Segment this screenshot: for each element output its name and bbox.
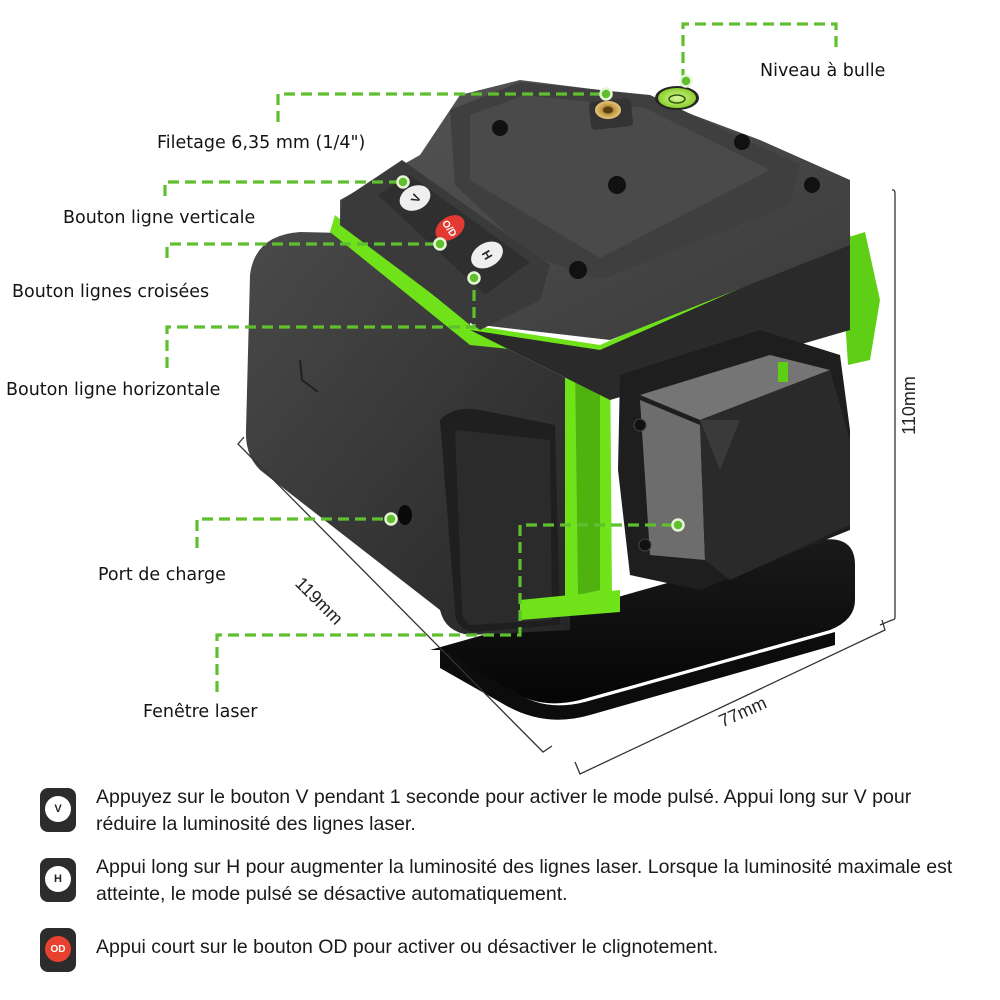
leader-dots (384, 74, 693, 532)
label-fenetre-laser: Fenêtre laser (143, 702, 258, 722)
bubble-level (658, 88, 696, 108)
dot-charge (384, 512, 398, 526)
battery-housing (245, 232, 570, 635)
legend-text-h: Appui long sur H pour augmenter la lumin… (96, 856, 953, 905)
label-bouton-ligne-verticale: Bouton ligne verticale (63, 208, 256, 228)
dot-v-button (396, 175, 410, 189)
device-od-button: O/D (435, 215, 465, 241)
v-button-icon: V (40, 788, 76, 832)
label-bouton-ligne-horizontale: Bouton ligne horizontale (6, 380, 221, 400)
charge-port (398, 505, 412, 525)
dot-od-button (433, 237, 447, 251)
od-button-icon: OD (40, 928, 76, 972)
dot-niveau (679, 74, 693, 88)
legend-text-od: Appui court sur le bouton OD pour active… (96, 936, 719, 958)
dimension-lines (237, 189, 896, 775)
label-port-de-charge: Port de charge (98, 565, 226, 585)
dot-h-button (467, 271, 481, 285)
label-filetage: Filetage 6,35 mm (1/4") (157, 133, 366, 153)
legend-item-od: OD Appui court sur le bouton OD pour act… (40, 928, 976, 972)
label-bouton-lignes-croisees: Bouton lignes croisées (12, 282, 210, 302)
leader-lines (163, 22, 838, 692)
legend-text-v: Appuyez sur le bouton V pendant 1 second… (96, 786, 912, 835)
h-button-icon: H (40, 858, 76, 902)
base-plate (430, 539, 855, 720)
device-v-button: V (399, 185, 431, 211)
legend-item-v: V Appuyez sur le bouton V pendant 1 seco… (40, 786, 976, 838)
device-h-button: H (471, 241, 503, 269)
dimension-height: 110mm (898, 376, 919, 435)
dot-laser-window (671, 518, 685, 532)
legend-item-h: H Appui long sur H pour augmenter la lum… (40, 856, 976, 908)
dot-filetage (599, 87, 613, 101)
middle-band (470, 240, 850, 400)
label-niveau-a-bulle: Niveau à bulle (760, 61, 886, 81)
